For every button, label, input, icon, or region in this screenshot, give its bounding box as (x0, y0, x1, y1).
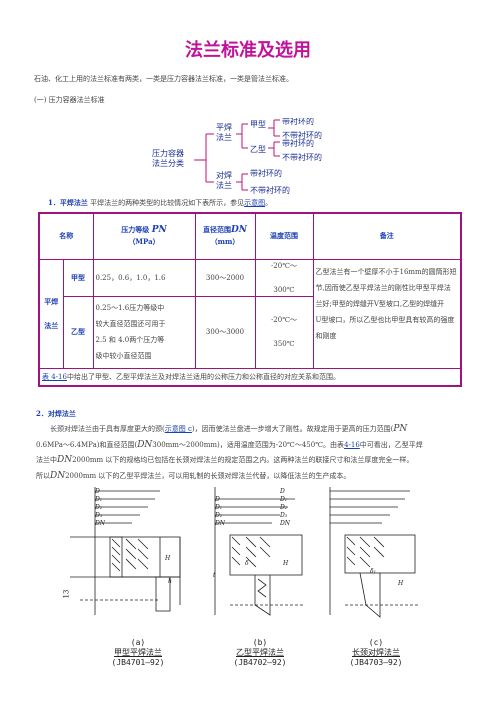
tree-branch-a1 (268, 119, 280, 137)
section-2-heading: 对焊法兰 (47, 409, 76, 418)
tree-a-line1: 平焊 (216, 122, 232, 132)
section-1-end: 。 (265, 199, 273, 207)
header-diameter: 直径范围DN（mm） (194, 212, 256, 260)
page-title: 法兰标准及选用 (185, 40, 311, 61)
dim-13-label: 13 (62, 589, 71, 599)
tree-root-line2: 法兰分类 (152, 158, 184, 168)
classification-tree: 压力容器 法兰分类 平焊 法兰 甲型 乙型 带衬环的 不带衬环的 带衬环的 不带… (152, 118, 322, 195)
dim-h-label-b: H (283, 560, 289, 567)
table-4-16-link[interactable]: 表 4-16 (42, 372, 67, 381)
tree-root-line1: 压力容器 (152, 148, 184, 158)
row1-diameter: 300～2000 (194, 258, 256, 297)
tree-branch-root (194, 133, 214, 183)
dim-h-small-label: h (168, 578, 172, 585)
dim-delta1-label: δ₁ (370, 568, 377, 575)
row1-name: 甲型 (62, 258, 94, 297)
row1-temperature: -20℃～300℃ (254, 258, 314, 297)
intro-text: 石油、化工上用的法兰标准有两类，一类是压力容器法兰标准，一类是管法兰标准。 (34, 75, 293, 83)
row2-name: 乙型 (62, 295, 94, 369)
row2-diameter: 300～3000 (194, 295, 256, 369)
caption-a: (a)甲型平焊法兰(JB4701—92) (111, 638, 165, 667)
tree-a1-without: 不带衬环的 (282, 130, 322, 140)
tree-b-line1: 对焊 (216, 170, 232, 180)
tree-a2-with: 带衬环的 (282, 138, 314, 148)
tree-a-sub1: 甲型 (250, 120, 266, 129)
section-1-text: 平焊法兰的两种类型的比较情况如下表所示，参见 (90, 199, 245, 207)
dim-h-label-a: H (165, 555, 171, 562)
table-row: 平焊法兰 甲型 0.25，0.6，1.0，1.6 300～2000 -20℃～3… (38, 258, 462, 369)
table-footer: 表 4-16中给出了甲型、乙型平焊法兰及对焊法兰适用的公称压力和公称直径的对应关… (38, 367, 462, 387)
tree-branch-a2 (268, 141, 280, 157)
caption-b: (b)乙型平焊法兰(JB4702—92) (233, 638, 287, 667)
tree-b-line2: 法兰 (216, 180, 232, 190)
drawing-a (70, 487, 181, 615)
tree-a-sub2: 乙型 (250, 145, 266, 154)
section-a-heading: (一) 压力容器法兰标准 (34, 96, 105, 104)
header-temperature: 温度范围 (254, 212, 314, 260)
drawing-c (329, 487, 420, 618)
note-cell: 乙型法兰有一个壁厚不小于16mm的圆筒形短节,因而使乙型平焊法兰的刚性比甲型平焊… (312, 258, 462, 369)
tree-a1-with: 带衬环的 (282, 118, 314, 126)
row2-temperature: -20℃～350℃ (254, 295, 314, 369)
tree-branch-b (236, 173, 248, 191)
flange-drawings (70, 487, 420, 618)
caption-c: (c)长颈对焊法兰(JB4703—92) (349, 638, 403, 667)
section-2-paragraph: 长颈对焊法兰由于具有厚度更大的颈(示意图 c)，因而使法兰盘进一步增大了刚性。故… (36, 424, 423, 481)
table-footer-row: 表 4-16中给出了甲型、乙型平焊法兰及对焊法兰适用的公称压力和公称直径的对应关… (38, 367, 462, 387)
dim-t-label: t (213, 572, 216, 579)
diagram-c-link[interactable]: 示意图 c (164, 425, 192, 433)
dim-h-label-c: H (398, 580, 404, 587)
tree-b-with: 带衬环的 (250, 168, 282, 178)
row1-pressure: 0.25，0.6，1.0，1.6 (92, 258, 196, 297)
table-4-16-link-2[interactable]: 4-16 (344, 440, 360, 449)
tree-a2-without: 不带衬环的 (282, 152, 322, 162)
section-2-title: 2．对焊法兰 (36, 409, 76, 418)
section-1: 1．平焊法兰 平焊法兰的两种类型的比较情况如下表所示，参见示意图。 (48, 198, 272, 208)
drawing-b (214, 487, 305, 616)
section-1-heading: 平焊法兰 (59, 198, 88, 207)
section-1-diagram-link[interactable]: 示意图 (244, 199, 266, 207)
section-1-number: 1． (48, 198, 60, 207)
table-header-row: 名称 压力等级 PN（MPa） 直径范围DN（mm） 温度范围 备注 (38, 212, 462, 260)
group-name: 平焊法兰 (38, 258, 64, 369)
tree-branch-a (236, 123, 248, 149)
header-name: 名称 (38, 212, 94, 260)
tree-a-line2: 法兰 (216, 132, 232, 142)
header-pressure: 压力等级 PN（MPa） (92, 212, 196, 260)
dim-delta-label: δ (245, 560, 249, 567)
flange-comparison-table: 名称 压力等级 PN（MPa） 直径范围DN（mm） 温度范围 备注 平焊法兰 … (38, 212, 462, 387)
header-note: 备注 (312, 212, 462, 260)
tree-b-without: 不带衬环的 (250, 185, 290, 195)
